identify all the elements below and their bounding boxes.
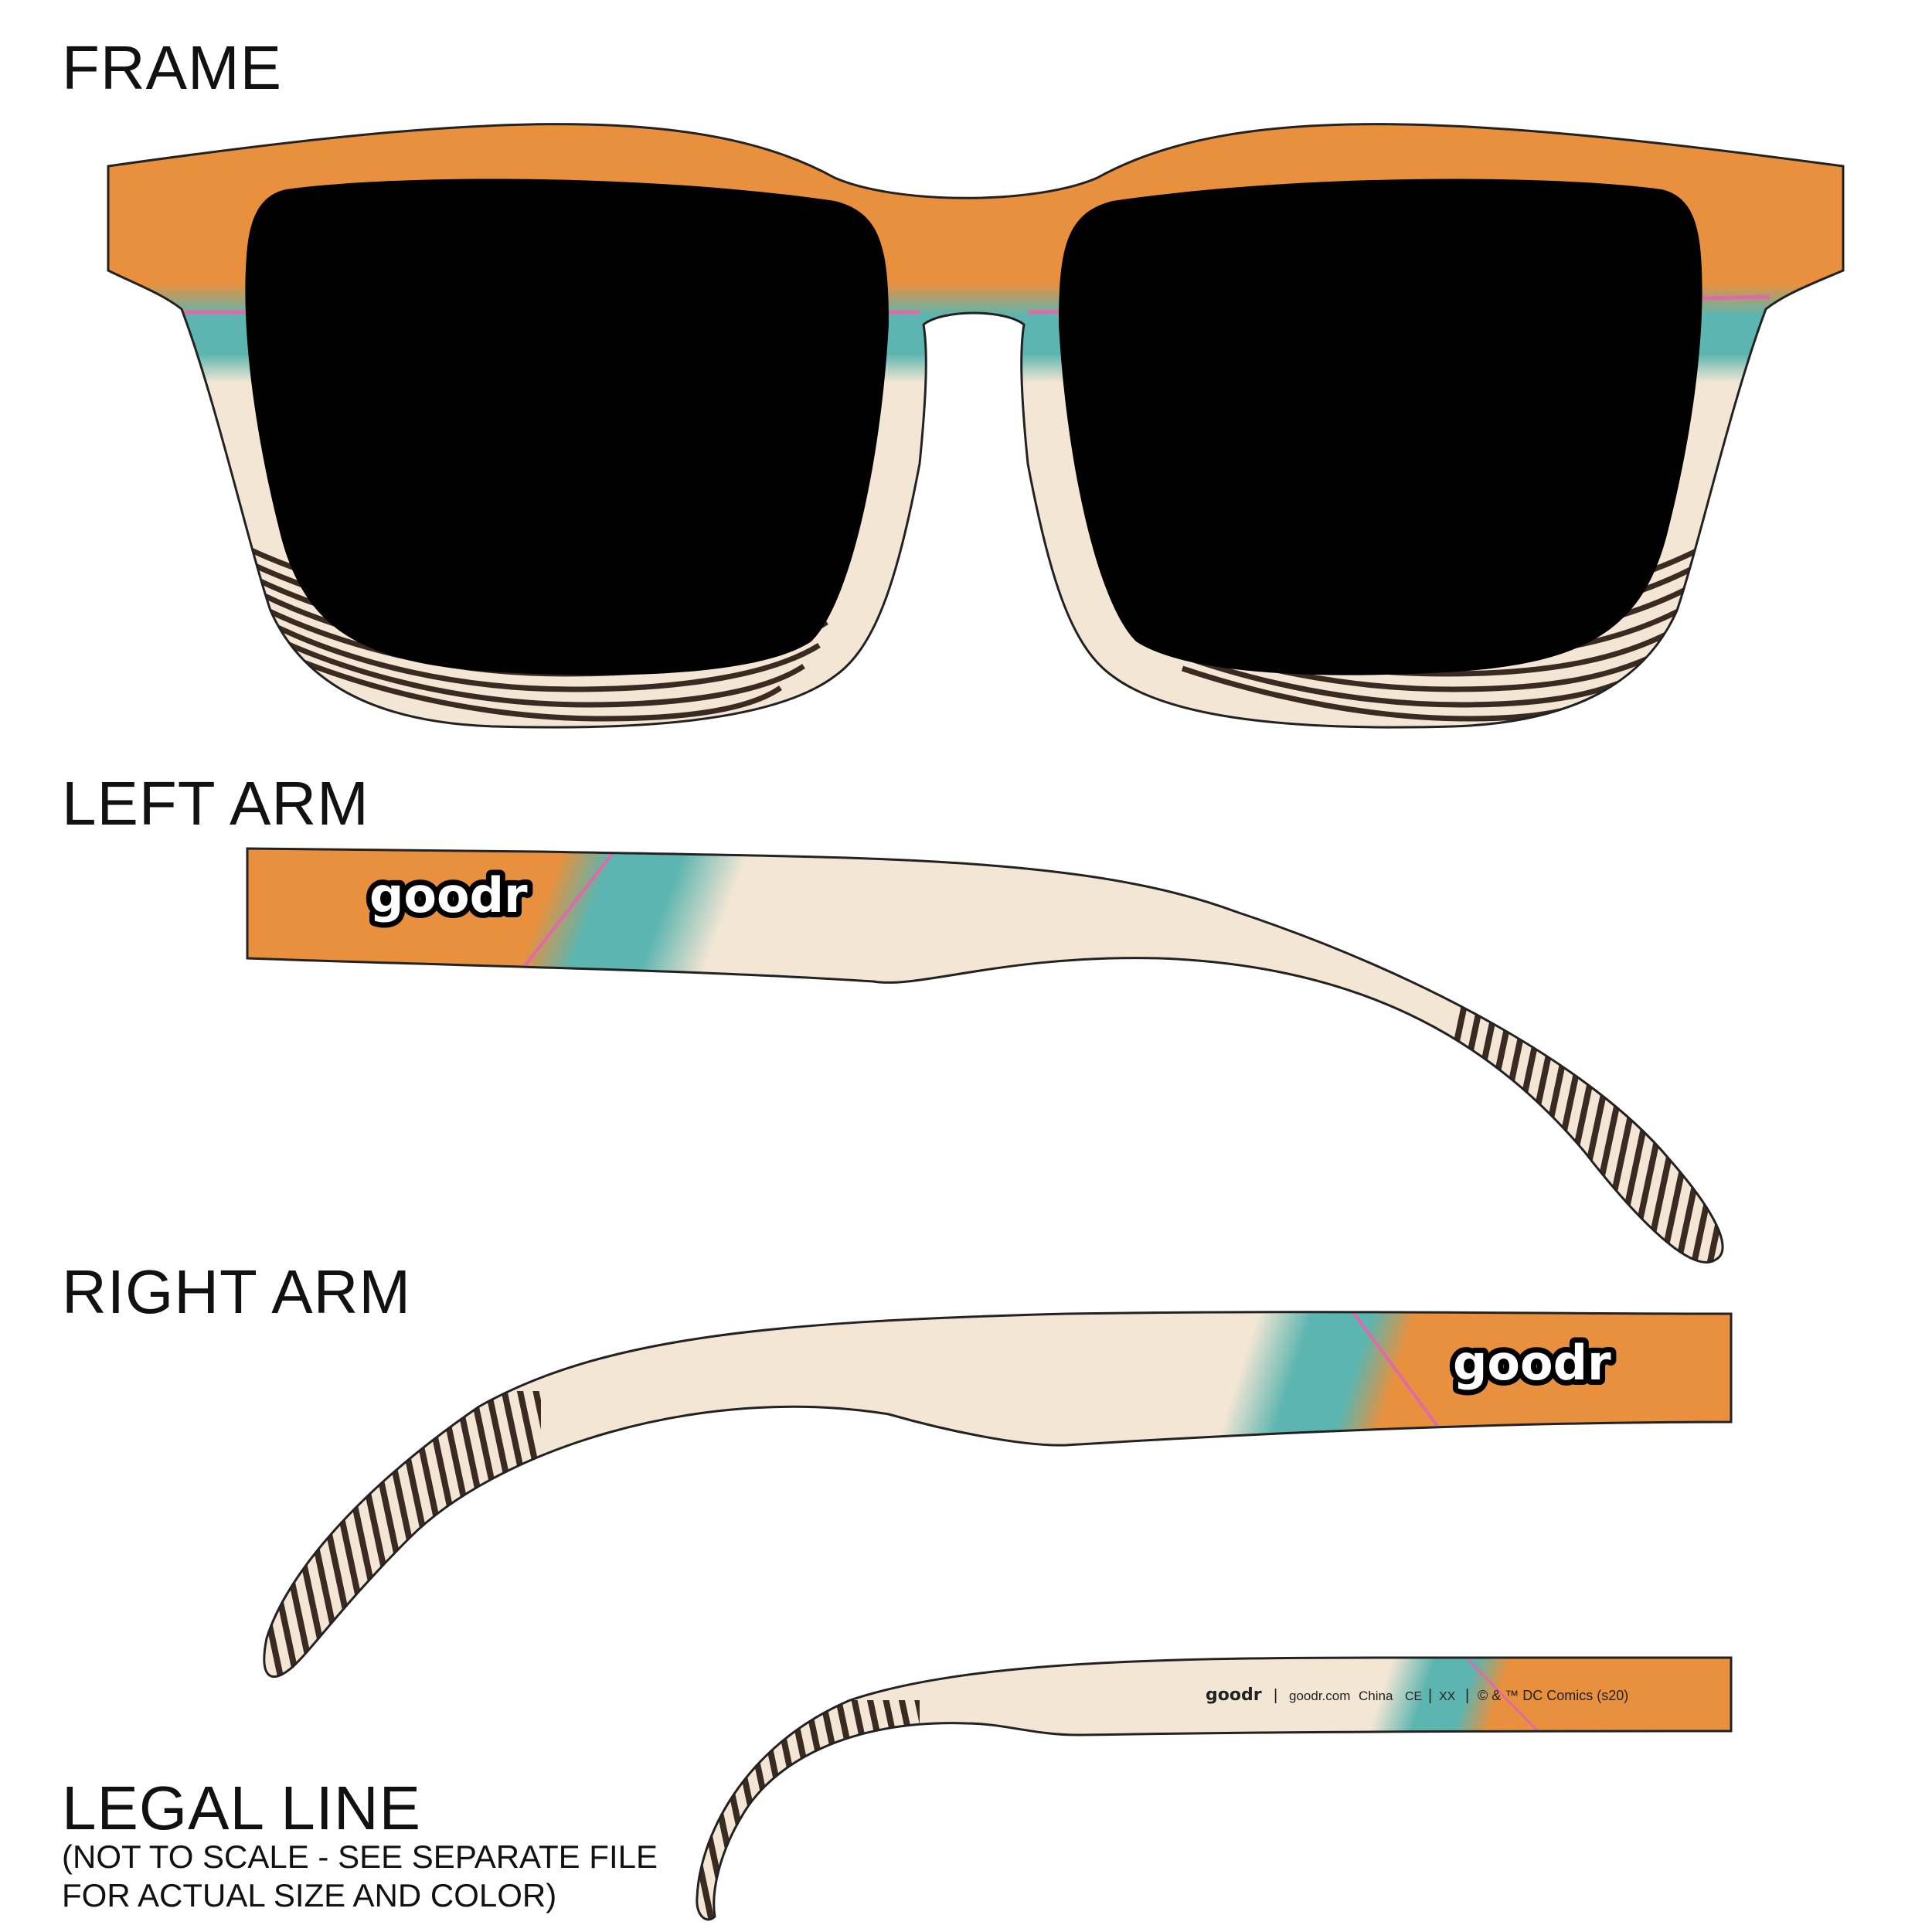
legal-divider-1: | xyxy=(1274,1687,1277,1704)
legal-arm: goodr | goodr.com China CE | XX | © & ™ … xyxy=(696,1656,1733,1921)
frame-front xyxy=(107,123,1845,729)
right-arm: goodr xyxy=(263,1311,1733,1678)
legal-size: XX xyxy=(1439,1690,1456,1703)
legal-copyright: © & ™ DC Comics (s20) xyxy=(1478,1688,1628,1703)
left-arm-label: LEFT ARM xyxy=(62,769,369,838)
left-arm-logo: goodr xyxy=(369,867,528,923)
legal-divider-3: | xyxy=(1465,1687,1469,1704)
frame-label: FRAME xyxy=(62,33,282,102)
left-lens xyxy=(245,179,889,675)
left-arm: goodr xyxy=(246,847,1724,1264)
right-arm-logo: goodr xyxy=(1453,1335,1611,1391)
legal-line-label: LEGAL LINE xyxy=(62,1774,422,1842)
legal-note-line-2: FOR ACTUAL SIZE AND COLOR) xyxy=(62,1877,557,1913)
legal-origin: China xyxy=(1359,1689,1393,1703)
right-lens xyxy=(1059,179,1702,675)
legal-note-line-1: (NOT TO SCALE - SEE SEPARATE FILE xyxy=(62,1838,658,1875)
legal-brand: goodr xyxy=(1206,1685,1262,1705)
right-arm-label: RIGHT ARM xyxy=(62,1257,412,1326)
legal-ce-mark: CE xyxy=(1405,1690,1422,1703)
legal-website: goodr.com xyxy=(1289,1689,1350,1703)
legal-divider-2: | xyxy=(1428,1687,1432,1704)
